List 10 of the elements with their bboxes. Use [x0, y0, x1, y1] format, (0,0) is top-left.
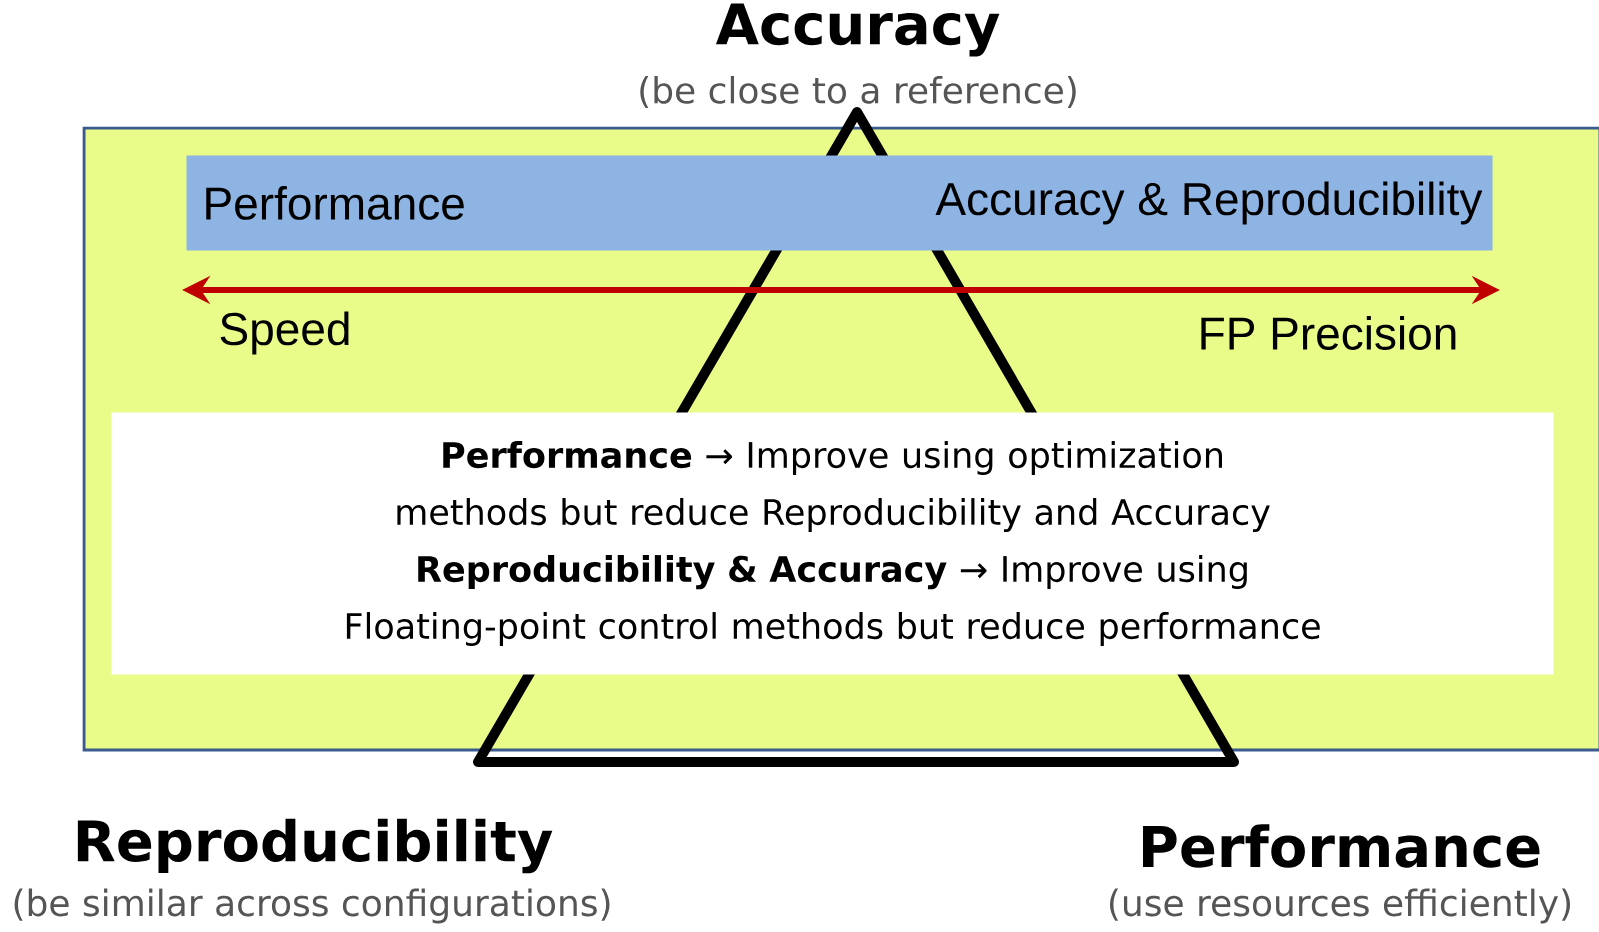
text-box: Performance → Improve using optimization methods but reduce Reproducibility and Accuracy Reproducibility & Accuracy → Improve using Floating-point control methods but reduce performance: [111, 412, 1554, 675]
label-band: Performance Accuracy & Reproducibility: [186, 155, 1493, 251]
label-heading: Performance: [1143, 824, 1540, 868]
label-heading: Reproducibility: [77, 818, 553, 874]
label: Speed: [220, 311, 349, 355]
label-subheading: (use resources efficiently): [1110, 888, 1571, 924]
label-subheading: (be close to a reference): [640, 75, 1076, 109]
label-heading: Accuracy: [715, 3, 1000, 57]
label: FP Precision: [1201, 316, 1456, 350]
label-subheading: (be similar across configurations): [14, 888, 610, 924]
